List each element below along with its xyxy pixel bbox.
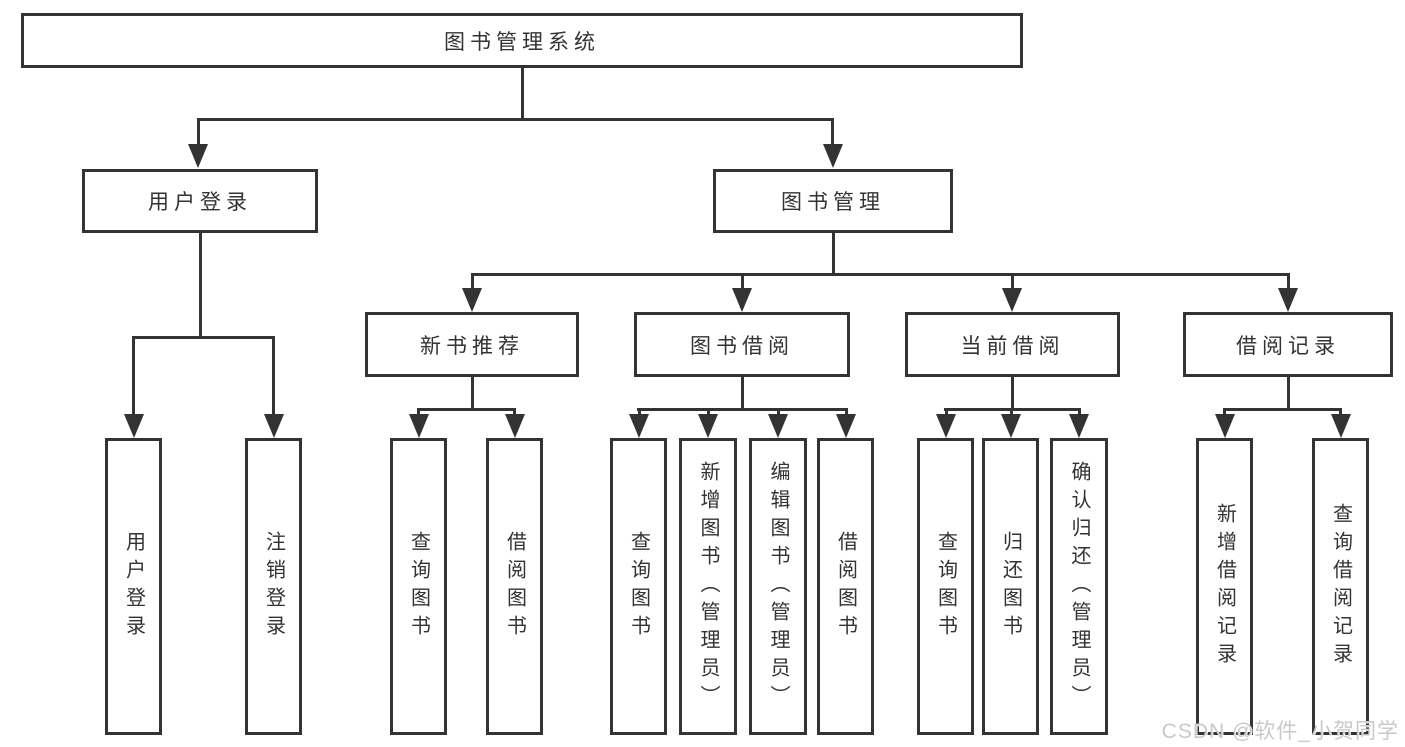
connector-bookmgmt-drop-1 — [470, 276, 474, 290]
leaf-label: 注销登录 — [262, 530, 285, 643]
leaf-br-add-borrow-record: 新增借阅记录 — [1196, 438, 1253, 735]
arrow-down-icon — [1214, 414, 1235, 438]
arrow-down-icon — [123, 414, 144, 438]
arrow-down-icon — [1069, 414, 1089, 438]
arrow-down-icon — [1002, 288, 1022, 312]
leaf-bb-edit-books-admin: 编辑图书（管理员） — [749, 438, 807, 735]
arrow-down-icon — [768, 414, 788, 438]
connector-bookmgmt-drop-3 — [1010, 276, 1014, 290]
leaf-logout: 注销登录 — [245, 438, 302, 735]
arrow-down-icon — [936, 414, 956, 438]
node-current-borrowing: 当前借阅 — [905, 312, 1120, 377]
connector-bookmgmt-drop-2 — [740, 276, 744, 290]
connector-root-crossbar — [196, 118, 834, 121]
connector-current-crossbar — [944, 408, 1081, 411]
leaf-label: 查询图书 — [934, 530, 957, 643]
leaf-cb-query-books: 查询图书 — [917, 438, 974, 735]
connector-root-stem — [520, 68, 524, 120]
connector-root-left-drop — [196, 121, 200, 148]
connector-record-stem — [1286, 377, 1290, 408]
arrow-down-icon — [408, 414, 429, 438]
arrow-down-icon — [188, 144, 208, 168]
leaf-bb-query-books: 查询图书 — [610, 438, 667, 735]
csdn-watermark: CSDN @软件_小贺同学 — [1161, 720, 1399, 743]
connector-bookmgmt-stem — [831, 233, 835, 273]
connector-bookmgmt-crossbar — [470, 273, 1290, 276]
connector-userlogin-drop-1 — [132, 339, 135, 416]
leaf-label: 编辑图书（管理员） — [767, 460, 789, 713]
arrow-down-icon — [504, 414, 525, 438]
connector-borrow-crossbar — [637, 408, 848, 411]
arrow-down-icon — [732, 288, 752, 312]
leaf-bb-borrow-books: 借阅图书 — [817, 438, 874, 735]
node-book-management: 图书管理 — [713, 169, 953, 233]
connector-current-stem — [1010, 377, 1014, 408]
connector-borrow-stem — [740, 377, 744, 408]
leaf-label: 借阅图书 — [503, 530, 526, 643]
node-library-management-system: 图书管理系统 — [21, 13, 1023, 68]
arrow-down-icon — [822, 144, 843, 168]
leaf-bb-add-books-admin: 新增图书（管理员） — [679, 438, 737, 735]
arrow-down-icon — [263, 414, 284, 438]
leaf-nb-query-books: 查询图书 — [390, 438, 447, 735]
connector-record-crossbar — [1223, 408, 1342, 411]
connector-userlogin-crossbar — [132, 336, 275, 339]
connector-bookmgmt-drop-4 — [1286, 276, 1290, 290]
arrow-down-icon — [1278, 288, 1298, 312]
leaf-cb-confirm-return-admin: 确认归还（管理员） — [1050, 438, 1108, 735]
leaf-br-query-borrow-record: 查询借阅记录 — [1312, 438, 1369, 735]
node-user-login: 用户登录 — [82, 169, 318, 233]
leaf-label: 查询借阅记录 — [1329, 502, 1352, 671]
node-new-book-recommendation: 新书推荐 — [365, 312, 579, 377]
connector-userlogin-stem — [198, 233, 202, 336]
arrow-down-icon — [1001, 414, 1021, 438]
node-book-borrowing: 图书借阅 — [634, 312, 850, 377]
arrow-down-icon — [629, 414, 649, 438]
leaf-nb-borrow-books: 借阅图书 — [486, 438, 543, 735]
leaf-label: 归还图书 — [999, 530, 1022, 643]
leaf-user-login: 用户登录 — [105, 438, 162, 735]
arrow-down-icon — [836, 414, 856, 438]
connector-root-right-drop — [831, 121, 834, 148]
connector-newbook-stem — [470, 377, 474, 408]
leaf-label: 新增借阅记录 — [1213, 502, 1236, 671]
connector-newbook-crossbar — [417, 408, 516, 411]
leaf-label: 用户登录 — [122, 530, 145, 643]
leaf-label: 查询图书 — [407, 530, 430, 643]
arrow-down-icon — [1330, 414, 1351, 438]
node-borrowing-records: 借阅记录 — [1183, 312, 1393, 377]
arrow-down-icon — [698, 414, 718, 438]
arrow-down-icon — [462, 288, 482, 312]
leaf-label: 新增图书（管理员） — [697, 460, 719, 713]
leaf-label: 查询图书 — [627, 530, 650, 643]
leaf-label: 借阅图书 — [834, 530, 857, 643]
connector-userlogin-drop-2 — [272, 339, 275, 416]
leaf-cb-return-books: 归还图书 — [982, 438, 1039, 735]
leaf-label: 确认归还（管理员） — [1068, 460, 1090, 713]
